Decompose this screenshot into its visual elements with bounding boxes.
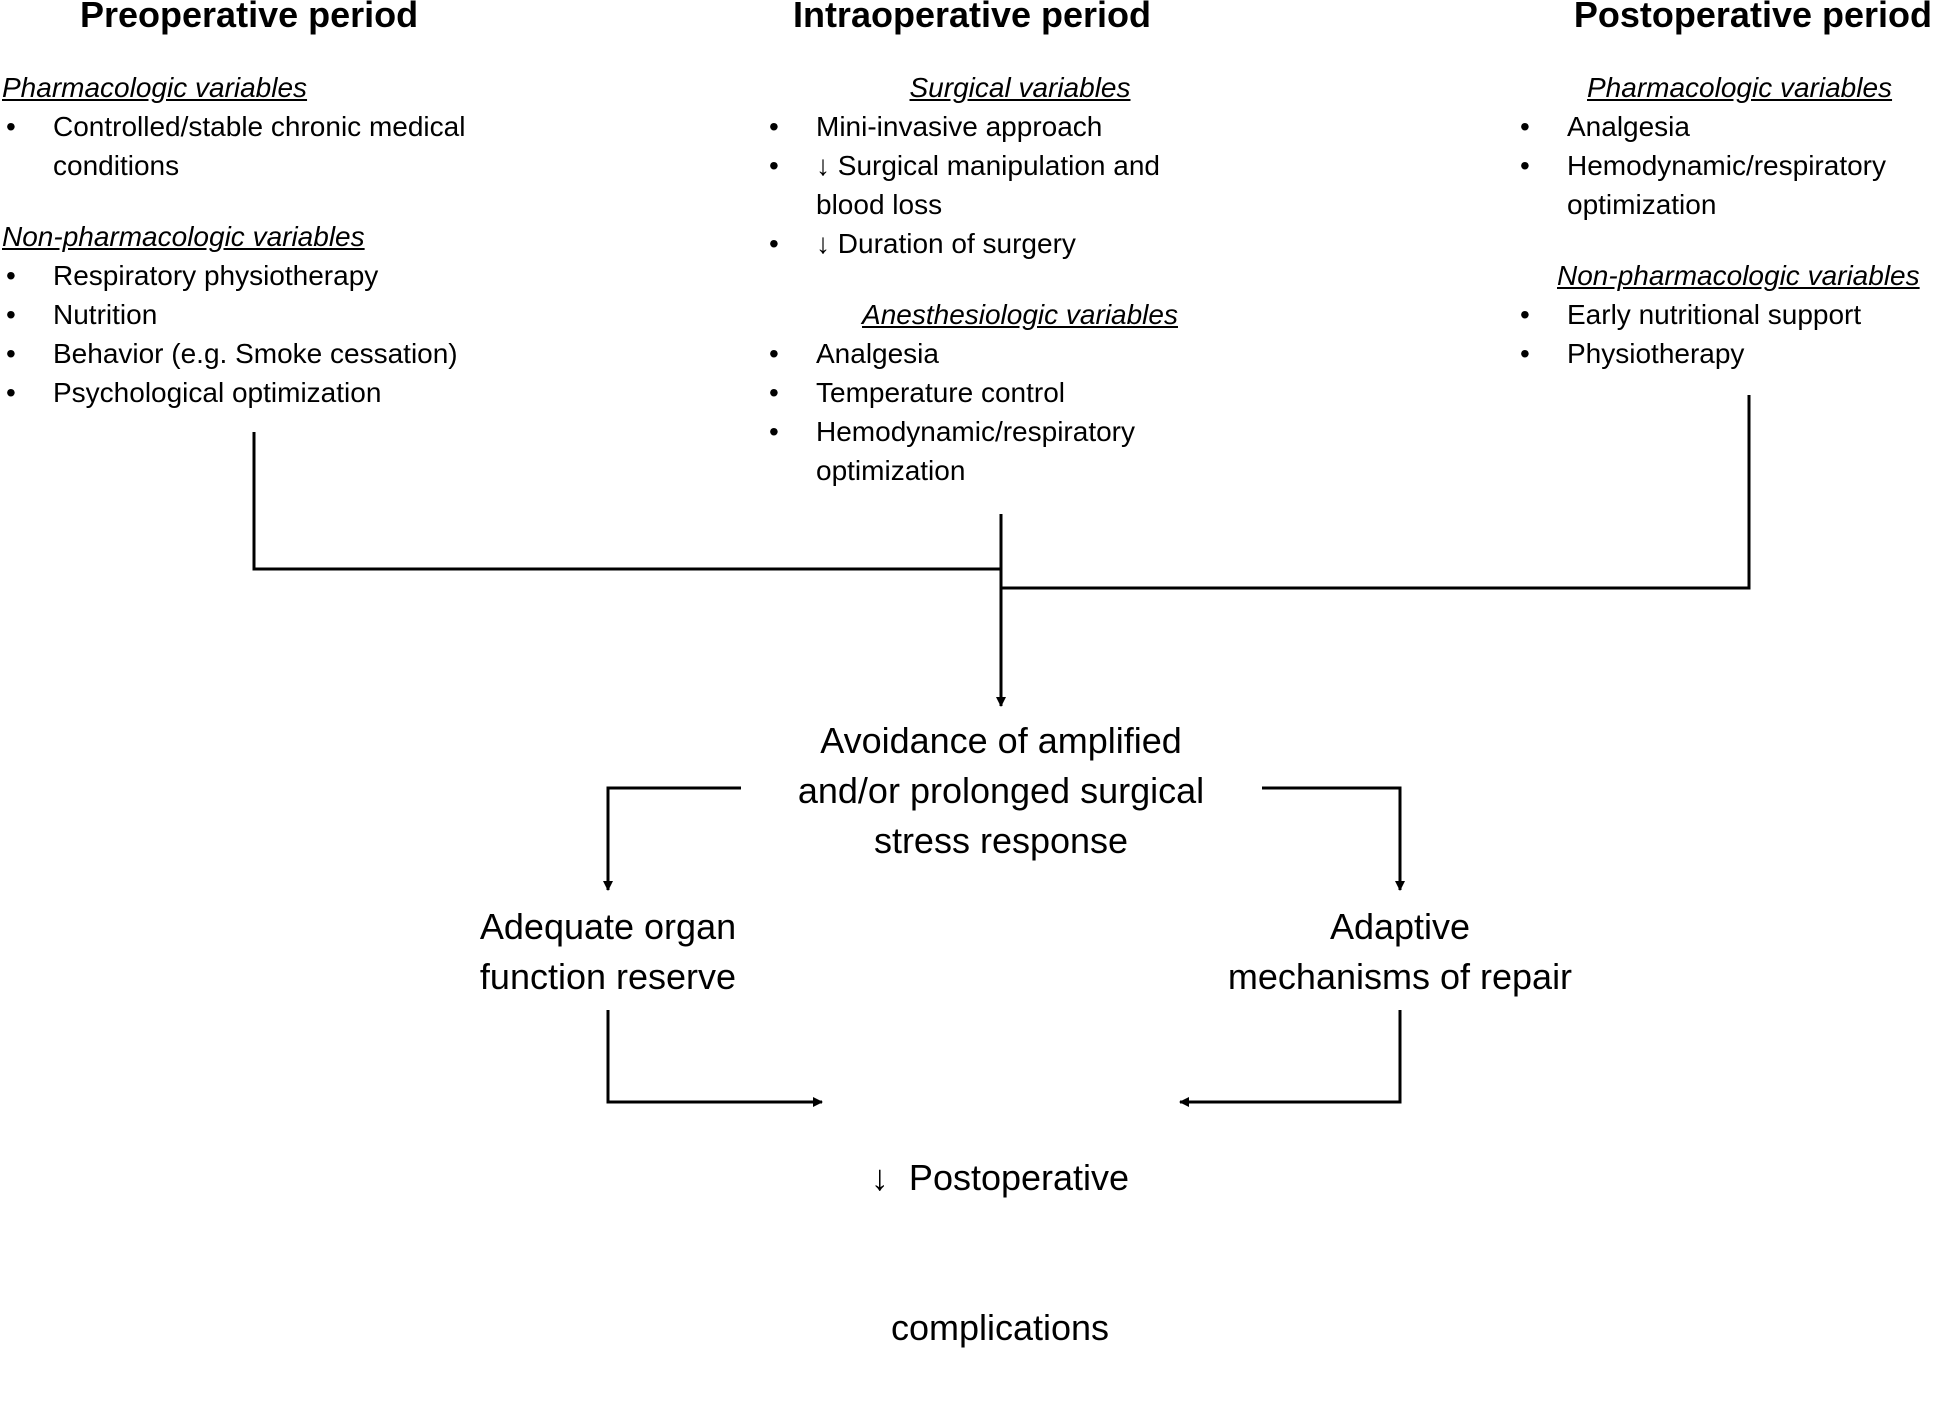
post-nonpharmacologic-list: Early nutritional support Physiotherapy bbox=[1516, 295, 1936, 373]
post-pharmacologic-label: Pharmacologic variables bbox=[1587, 72, 1893, 103]
intraoperative-column: Surgical variables Mini-invasive approac… bbox=[765, 72, 1235, 490]
arrow-to-organ-reserve bbox=[603, 786, 741, 891]
pre-pharmacologic-list: Controlled/stable chronic medical condit… bbox=[2, 107, 562, 185]
list-item: Hemodynamic/respiratory optimization bbox=[1516, 146, 1887, 224]
list-item: Behavior (e.g. Smoke cessation) bbox=[2, 334, 562, 373]
post-nonpharmacologic-label: Non-pharmacologic variables bbox=[1557, 260, 1920, 291]
list-item: Analgesia bbox=[1516, 107, 1936, 146]
list-item: Analgesia bbox=[765, 334, 1235, 373]
postoperative-connector bbox=[1001, 395, 1751, 590]
intra-surgical-list: Mini-invasive approach ↓ Surgical manipu… bbox=[765, 107, 1235, 263]
list-item: Nutrition bbox=[2, 295, 562, 334]
organ-reserve-node: Adequate organ function reserve bbox=[418, 902, 798, 1002]
postoperative-column: Pharmacologic variables Analgesia Hemody… bbox=[1516, 72, 1936, 373]
pre-nonpharmacologic-label: Non-pharmacologic variables bbox=[2, 221, 365, 252]
node-line: function reserve bbox=[479, 956, 737, 997]
node-line: complications bbox=[890, 1307, 1110, 1348]
list-item: Respiratory physiotherapy bbox=[2, 256, 562, 295]
list-item: Psychological optimization bbox=[2, 373, 562, 412]
node-line: Avoidance of amplified bbox=[820, 720, 1182, 761]
intra-anesthesiologic-list: Analgesia Temperature control Hemodynami… bbox=[765, 334, 1235, 490]
pre-nonpharmacologic-list: Respiratory physiotherapy Nutrition Beha… bbox=[2, 256, 562, 412]
avoidance-node: Avoidance of amplified and/or prolonged … bbox=[751, 716, 1251, 866]
list-item: Mini-invasive approach bbox=[765, 107, 1235, 146]
preoperative-heading: Preoperative period bbox=[80, 0, 419, 35]
arrow-to-repair bbox=[1262, 786, 1405, 891]
list-item: Hemodynamic/respiratory optimization bbox=[765, 412, 1135, 490]
organ-to-outcome-arrow bbox=[606, 1010, 823, 1107]
preoperative-connector bbox=[252, 432, 1001, 571]
node-line: Adaptive bbox=[1329, 906, 1471, 947]
postoperative-heading: Postoperative period bbox=[1573, 0, 1932, 35]
intra-surgical-label: Surgical variables bbox=[909, 72, 1131, 103]
list-item: Physiotherapy bbox=[1516, 334, 1936, 373]
list-item: ↓ Duration of surgery bbox=[765, 224, 1235, 263]
list-item: Controlled/stable chronic medical condit… bbox=[2, 107, 562, 185]
flow-connectors bbox=[252, 395, 1751, 1107]
preoperative-column: Pharmacologic variables Controlled/stabl… bbox=[2, 72, 562, 412]
node-line: stress response bbox=[873, 820, 1129, 861]
repair-to-outcome-arrow bbox=[1179, 1010, 1402, 1107]
node-line: ↓ Postoperative bbox=[870, 1157, 1130, 1198]
intra-anesthesiologic-label: Anesthesiologic variables bbox=[862, 299, 1178, 330]
node-line: and/or prolonged surgical bbox=[797, 770, 1205, 811]
list-item: ↓ Surgical manipulation and blood loss bbox=[765, 146, 1235, 224]
pre-pharmacologic-label: Pharmacologic variables bbox=[2, 72, 308, 103]
repair-node: Adaptive mechanisms of repair bbox=[1200, 902, 1600, 1002]
intraoperative-heading: Intraoperative period bbox=[792, 0, 1152, 35]
outcome-node: ↓ Postoperative complications bbox=[820, 1053, 1180, 1403]
node-line: Adequate organ bbox=[479, 906, 737, 947]
post-pharmacologic-list: Analgesia Hemodynamic/respiratory optimi… bbox=[1516, 107, 1936, 224]
list-item: Temperature control bbox=[765, 373, 1235, 412]
list-item: Early nutritional support bbox=[1516, 295, 1936, 334]
node-line: mechanisms of repair bbox=[1227, 956, 1573, 997]
